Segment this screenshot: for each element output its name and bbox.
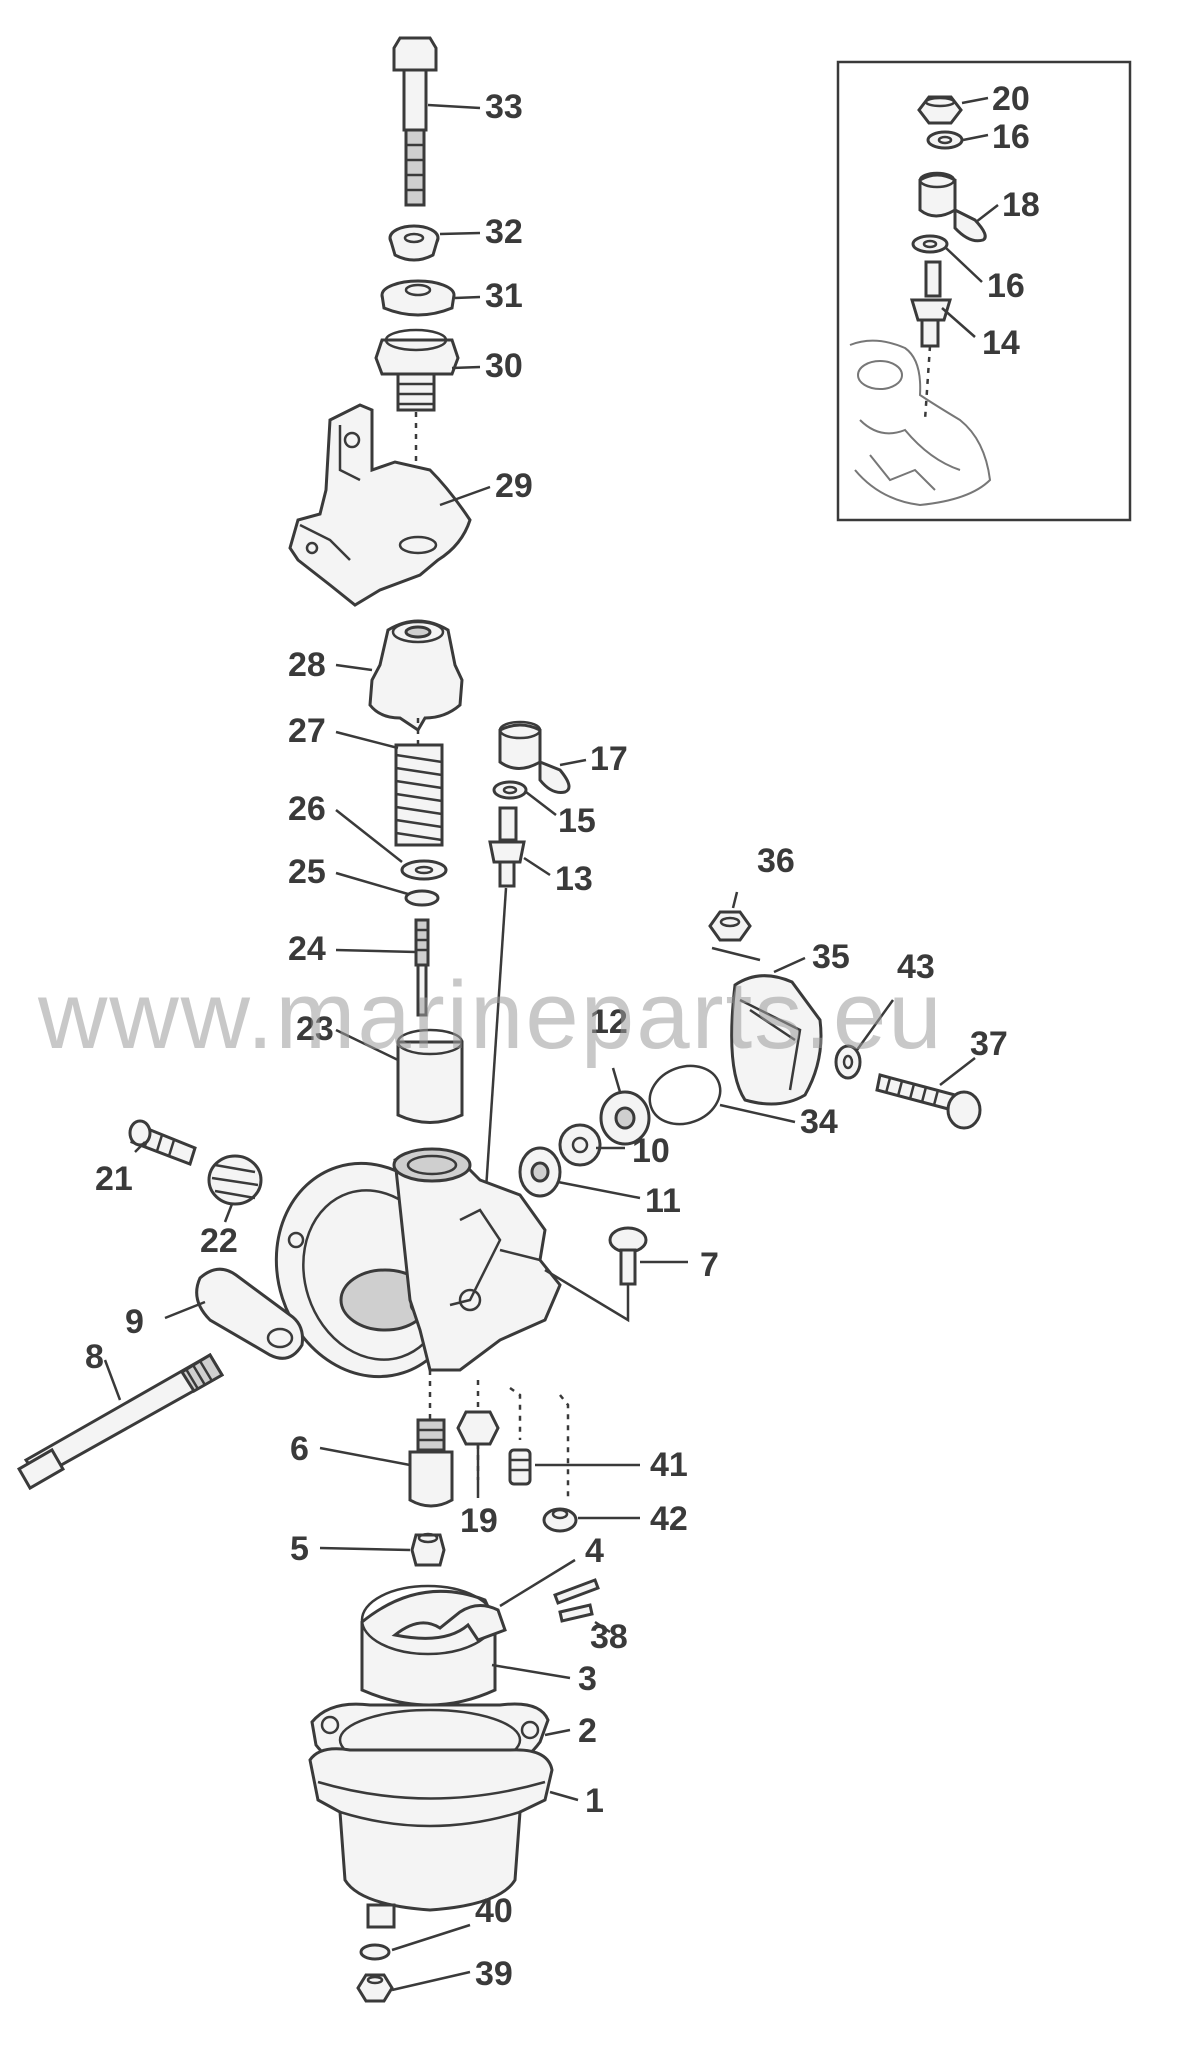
watermark-text: www.marineparts.eu — [37, 962, 944, 1069]
part-43-washer — [834, 1044, 862, 1080]
part-19-jet — [456, 1410, 500, 1480]
inset-part-20-nut — [917, 95, 963, 125]
part-30-cap-nut — [374, 328, 460, 412]
part-9-throttle-lever — [195, 1267, 304, 1360]
part-12-nut — [599, 1090, 651, 1146]
part-23-throttle-valve — [396, 1028, 464, 1124]
part-17-banjo-fitting — [498, 720, 571, 794]
callout-22: 22 — [200, 1222, 238, 1260]
inset-callout-20: 20 — [992, 80, 1030, 118]
part-7-screw — [608, 1226, 648, 1286]
callout-32: 32 — [485, 213, 523, 251]
callout-12: 12 — [590, 1003, 628, 1041]
callout-35: 35 — [812, 938, 850, 976]
callout-15: 15 — [558, 802, 596, 840]
callout-1: 1 — [585, 1782, 604, 1820]
callout-4: 4 — [585, 1532, 604, 1570]
callout-39: 39 — [475, 1955, 513, 1993]
callout-41: 41 — [650, 1446, 688, 1484]
callout-30: 30 — [485, 347, 523, 385]
part-15-washer — [492, 780, 528, 800]
inset-callout-16-top: 16 — [992, 118, 1030, 156]
callout-42: 42 — [650, 1500, 688, 1538]
callout-23: 23 — [296, 1010, 334, 1048]
callout-9: 9 — [125, 1303, 144, 1341]
callout-25: 25 — [288, 853, 326, 891]
callout-8: 8 — [85, 1338, 104, 1376]
part-42-plug — [542, 1507, 578, 1533]
callout-5: 5 — [290, 1530, 309, 1568]
callout-6: 6 — [290, 1430, 309, 1468]
part-4-pin — [553, 1578, 600, 1605]
part-28-mixing-chamber-top — [368, 619, 464, 733]
part-40-washer — [359, 1943, 391, 1961]
part-25-retainer — [404, 889, 440, 907]
part-29-bracket — [288, 403, 472, 607]
callout-43: 43 — [897, 948, 935, 986]
inset-callout-18: 18 — [1002, 186, 1040, 224]
part-36-nut — [708, 910, 752, 942]
callout-26: 26 — [288, 790, 326, 828]
callout-37: 37 — [970, 1025, 1008, 1063]
part-31-cap-washer — [380, 279, 456, 317]
callout-10: 10 — [632, 1132, 670, 1170]
inset-part-14-nipple — [909, 260, 953, 348]
part-24-jet-needle — [414, 918, 430, 1017]
part-8-throttle-shaft — [16, 1352, 225, 1491]
callout-34: 34 — [800, 1103, 838, 1141]
callout-7: 7 — [700, 1246, 719, 1284]
inset-callout-14: 14 — [982, 324, 1020, 362]
part-carburetor-body — [274, 1147, 562, 1379]
part-10-washer — [558, 1123, 602, 1167]
part-5-main-jet — [410, 1532, 446, 1567]
part-13-nipple — [488, 806, 526, 888]
part-11-washer — [518, 1146, 562, 1198]
callout-27: 27 — [288, 712, 326, 750]
callout-19: 19 — [460, 1502, 498, 1540]
part-38-pin — [558, 1603, 594, 1623]
callout-24: 24 — [288, 930, 326, 968]
part-37-screw — [875, 1073, 982, 1130]
part-41-pilot-jet — [508, 1448, 532, 1486]
part-1-float-bowl — [308, 1747, 554, 1929]
callout-36: 36 — [757, 842, 795, 880]
inset-carburetor-sketch — [849, 339, 992, 507]
callout-28: 28 — [288, 646, 326, 684]
callout-3: 3 — [578, 1660, 597, 1698]
inset-part-16-washer-bottom — [911, 234, 949, 254]
inset-part-18-banjo-fitting — [918, 171, 987, 243]
part-6-needle-jet — [408, 1418, 454, 1508]
callout-13: 13 — [555, 860, 593, 898]
callout-33: 33 — [485, 88, 523, 126]
detail-inset: 20 16 18 16 14 — [836, 60, 1132, 522]
part-39-screw — [356, 1973, 394, 2003]
callout-17: 17 — [590, 740, 628, 778]
callout-38: 38 — [590, 1618, 628, 1656]
callout-31: 31 — [485, 277, 523, 315]
inset-callout-16-bottom: 16 — [987, 267, 1025, 305]
part-26-clip — [400, 859, 448, 881]
part-22-spring — [207, 1154, 263, 1206]
callout-40: 40 — [475, 1892, 513, 1930]
part-33-bolt — [392, 36, 438, 207]
callout-11: 11 — [645, 1182, 681, 1220]
part-34-o-ring — [648, 1064, 722, 1126]
callout-21: 21 — [95, 1160, 133, 1198]
leader-lines — [103, 103, 976, 1992]
part-21-pilot-screw — [128, 1119, 197, 1166]
callout-29: 29 — [495, 467, 533, 505]
part-35-choke-cover — [730, 974, 823, 1106]
part-27-spring — [394, 743, 444, 847]
part-32-grommet — [388, 224, 440, 262]
inset-part-16-washer-top — [926, 130, 964, 150]
callout-2: 2 — [578, 1712, 597, 1750]
part-3-float — [360, 1584, 507, 1707]
